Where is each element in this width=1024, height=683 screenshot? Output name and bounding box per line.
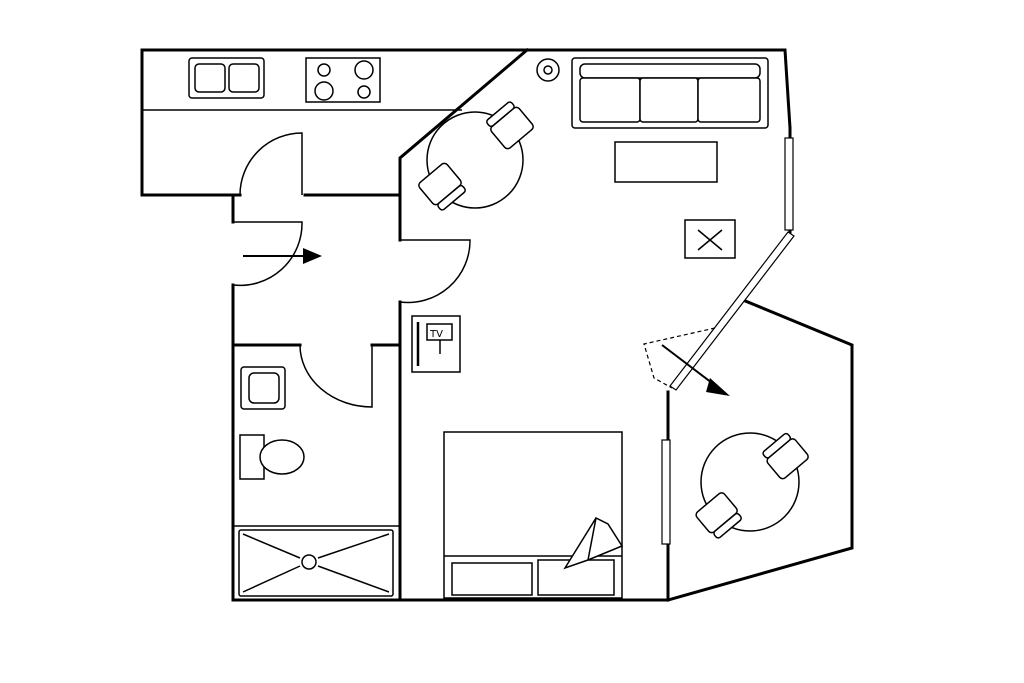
doors	[232, 132, 716, 408]
windows	[661, 137, 795, 545]
ceiling-light-icon	[684, 219, 736, 259]
toilet	[239, 434, 305, 480]
chair	[762, 432, 809, 480]
entry-door	[232, 221, 303, 287]
balcony-arrow-head	[706, 378, 730, 396]
pillow-right	[537, 559, 615, 596]
tv-unit: TV	[411, 315, 461, 373]
sofa	[571, 57, 769, 129]
balcony	[695, 432, 809, 539]
tv-label: TV	[429, 329, 443, 340]
burner-1	[317, 63, 331, 77]
window-balcony	[661, 439, 671, 545]
window-right	[784, 137, 794, 231]
balcony-door	[643, 327, 716, 389]
kitchen-door	[239, 132, 303, 196]
dining-set	[418, 101, 534, 211]
coffee-table	[614, 141, 718, 183]
shower	[238, 529, 394, 597]
exterior-walls	[140, 48, 854, 602]
balcony-arrow	[661, 344, 717, 387]
kitchen	[188, 57, 381, 103]
burner-4	[357, 85, 371, 99]
bathroom-door	[299, 344, 373, 408]
window-diagonal	[669, 231, 795, 391]
washbasin-bowl	[248, 372, 280, 404]
burner-2	[354, 60, 374, 80]
chair	[486, 101, 534, 150]
pillow-left	[451, 562, 533, 596]
living-door	[399, 239, 471, 304]
sink-basin-left	[194, 63, 226, 93]
bathroom	[238, 366, 394, 597]
shower-drain	[301, 554, 317, 570]
living-room: TV	[411, 57, 769, 599]
interior-walls	[140, 47, 670, 602]
chair	[418, 162, 466, 211]
burner-3	[314, 81, 334, 101]
lamp-inner	[543, 65, 553, 75]
arrows	[243, 248, 730, 396]
chair	[695, 492, 742, 539]
bed	[443, 431, 624, 599]
entry-arrow-head	[303, 248, 322, 264]
folded-blanket	[563, 517, 624, 570]
sink-basin-right	[228, 63, 260, 93]
